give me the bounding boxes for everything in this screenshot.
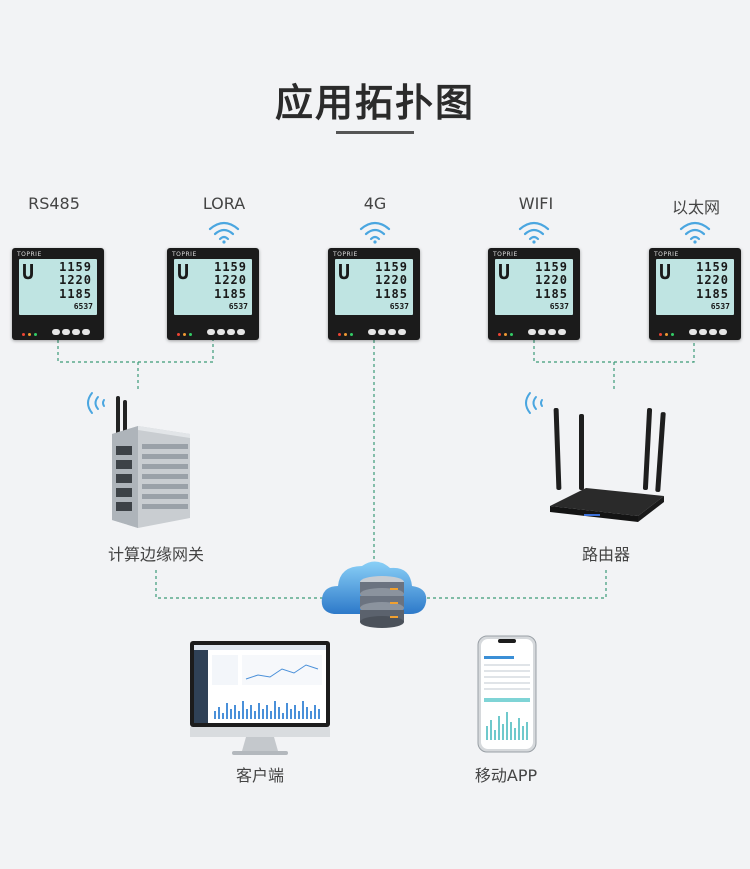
meter-reading-3: 1185 <box>696 287 729 301</box>
mobile-phone-device <box>477 635 537 753</box>
wireless-signal-icon <box>87 392 105 414</box>
label-wifi: WIFI <box>518 194 554 213</box>
meter-brand: TOPRIE <box>493 251 518 258</box>
meter-reading-4: 6537 <box>710 302 730 311</box>
link-router-cloud <box>426 570 607 599</box>
meter-reading-4: 6537 <box>73 302 93 311</box>
meter-leds <box>659 321 677 340</box>
meter-reading-2: 1220 <box>696 273 729 287</box>
edge-gateway-device <box>112 396 190 528</box>
meter-reading-1: 1159 <box>214 260 247 274</box>
meter-screen: U 1159 1220 1185 6537 <box>495 259 573 315</box>
meter-brand: TOPRIE <box>172 251 197 258</box>
power-meter-4g: TOPRIE U 1159 1220 1185 6537 <box>328 248 420 340</box>
power-meter-ethernet: TOPRIE U 1159 1220 1185 6537 <box>649 248 741 340</box>
router-device <box>550 407 666 522</box>
meter-buttons <box>52 320 92 339</box>
link-gateway-cloud <box>155 570 328 599</box>
power-meter-lora: TOPRIE U 1159 1220 1185 6537 <box>167 248 259 340</box>
power-meter-rs485: TOPRIE U 1159 1220 1185 6537 <box>12 248 104 340</box>
title-underline <box>336 131 414 134</box>
meter-screen: U 1159 1220 1185 6537 <box>19 259 97 315</box>
router-label: 路由器 <box>581 545 631 564</box>
label-4g: 4G <box>363 194 387 213</box>
meter-brand: TOPRIE <box>17 251 42 258</box>
meter-reading-2: 1220 <box>535 273 568 287</box>
mobile-label: 移动APP <box>474 766 538 785</box>
meter-reading-1: 1159 <box>375 260 408 274</box>
meter-reading-unit: U <box>22 260 35 284</box>
link-meter4-meter5 <box>533 340 695 363</box>
meter-leds <box>338 321 356 340</box>
meter-reading-1: 1159 <box>696 260 729 274</box>
power-meter-wifi: TOPRIE U 1159 1220 1185 6537 <box>488 248 580 340</box>
meter-reading-1: 1159 <box>59 260 92 274</box>
meter-reading-unit: U <box>659 260 672 284</box>
client-label: 客户端 <box>235 766 285 785</box>
wireless-signal-icon <box>525 392 543 414</box>
meter-buttons <box>689 320 729 339</box>
meter-reading-4: 6537 <box>389 302 409 311</box>
meter-reading-3: 1185 <box>375 287 408 301</box>
meter-leds <box>177 321 195 340</box>
label-rs485: RS485 <box>28 194 80 213</box>
label-ethernet: 以太网 <box>671 198 721 217</box>
meter-reading-unit: U <box>498 260 511 284</box>
meter-screen: U 1159 1220 1185 6537 <box>335 259 413 315</box>
label-lora: LORA <box>202 194 246 213</box>
meter-reading-unit: U <box>338 260 351 284</box>
meter-reading-1: 1159 <box>535 260 568 274</box>
client-monitor-device <box>190 641 330 755</box>
meter-reading-3: 1185 <box>535 287 568 301</box>
wifi-icon <box>679 221 711 244</box>
meter-reading-4: 6537 <box>228 302 248 311</box>
meter-buttons <box>368 320 408 339</box>
meter-reading-3: 1185 <box>214 287 247 301</box>
meter-leds <box>498 321 516 340</box>
meter-reading-2: 1220 <box>59 273 92 287</box>
meter-reading-4: 6537 <box>549 302 569 311</box>
meter-reading-2: 1220 <box>214 273 247 287</box>
meter-reading-3: 1185 <box>59 287 92 301</box>
meter-screen: U 1159 1220 1185 6537 <box>656 259 734 315</box>
meter-leds <box>22 321 40 340</box>
meter-buttons <box>207 320 247 339</box>
wifi-icon <box>359 221 391 244</box>
meter-reading-unit: U <box>177 260 190 284</box>
meter-buttons <box>528 320 568 339</box>
wifi-icon <box>208 221 240 244</box>
gateway-label: 计算边缘网关 <box>107 545 205 564</box>
diagram-title: 应用拓扑图 <box>274 81 475 125</box>
meter-screen: U 1159 1220 1185 6537 <box>174 259 252 315</box>
meter-brand: TOPRIE <box>333 251 358 258</box>
meter-reading-2: 1220 <box>375 273 408 287</box>
meter-brand: TOPRIE <box>654 251 679 258</box>
cloud-server-icon <box>321 561 427 628</box>
link-meter1-meter2 <box>57 340 214 363</box>
wifi-icon <box>518 221 550 244</box>
